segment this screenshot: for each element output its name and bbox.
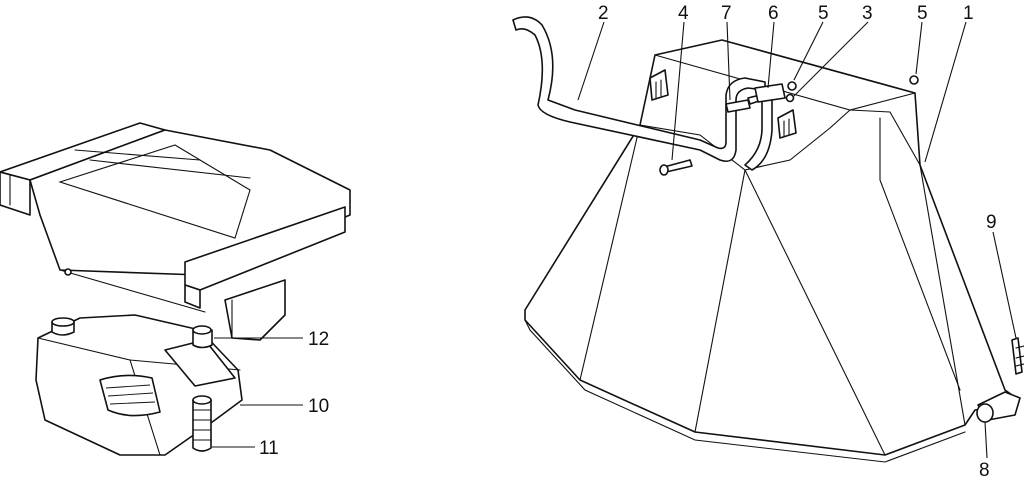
callout-2: 2 bbox=[598, 3, 609, 24]
chassis-frame bbox=[0, 122, 351, 341]
hopper-tank bbox=[524, 39, 1024, 463]
callout-1: 1 bbox=[963, 3, 974, 24]
fuel-tank-small bbox=[35, 314, 243, 456]
callout-5b: 5 bbox=[917, 3, 928, 24]
callout-3: 3 bbox=[862, 3, 873, 24]
callout-7: 7 bbox=[721, 3, 732, 24]
callout-9: 9 bbox=[986, 212, 997, 233]
callout-8: 8 bbox=[979, 460, 990, 479]
callout-labels: 1 2 3 4 5 5 6 7 8 9 10 11 12 bbox=[259, 3, 997, 479]
callout-11: 11 bbox=[259, 438, 279, 459]
callout-12: 12 bbox=[308, 329, 329, 350]
callout-6: 6 bbox=[768, 3, 779, 24]
callout-5a: 5 bbox=[818, 3, 829, 24]
callout-10: 10 bbox=[308, 396, 329, 417]
fuel-hose-assembly bbox=[512, 16, 919, 176]
left-leader-lines bbox=[212, 337, 303, 448]
callout-4: 4 bbox=[678, 3, 689, 24]
right-leader-lines bbox=[577, 21, 1017, 459]
